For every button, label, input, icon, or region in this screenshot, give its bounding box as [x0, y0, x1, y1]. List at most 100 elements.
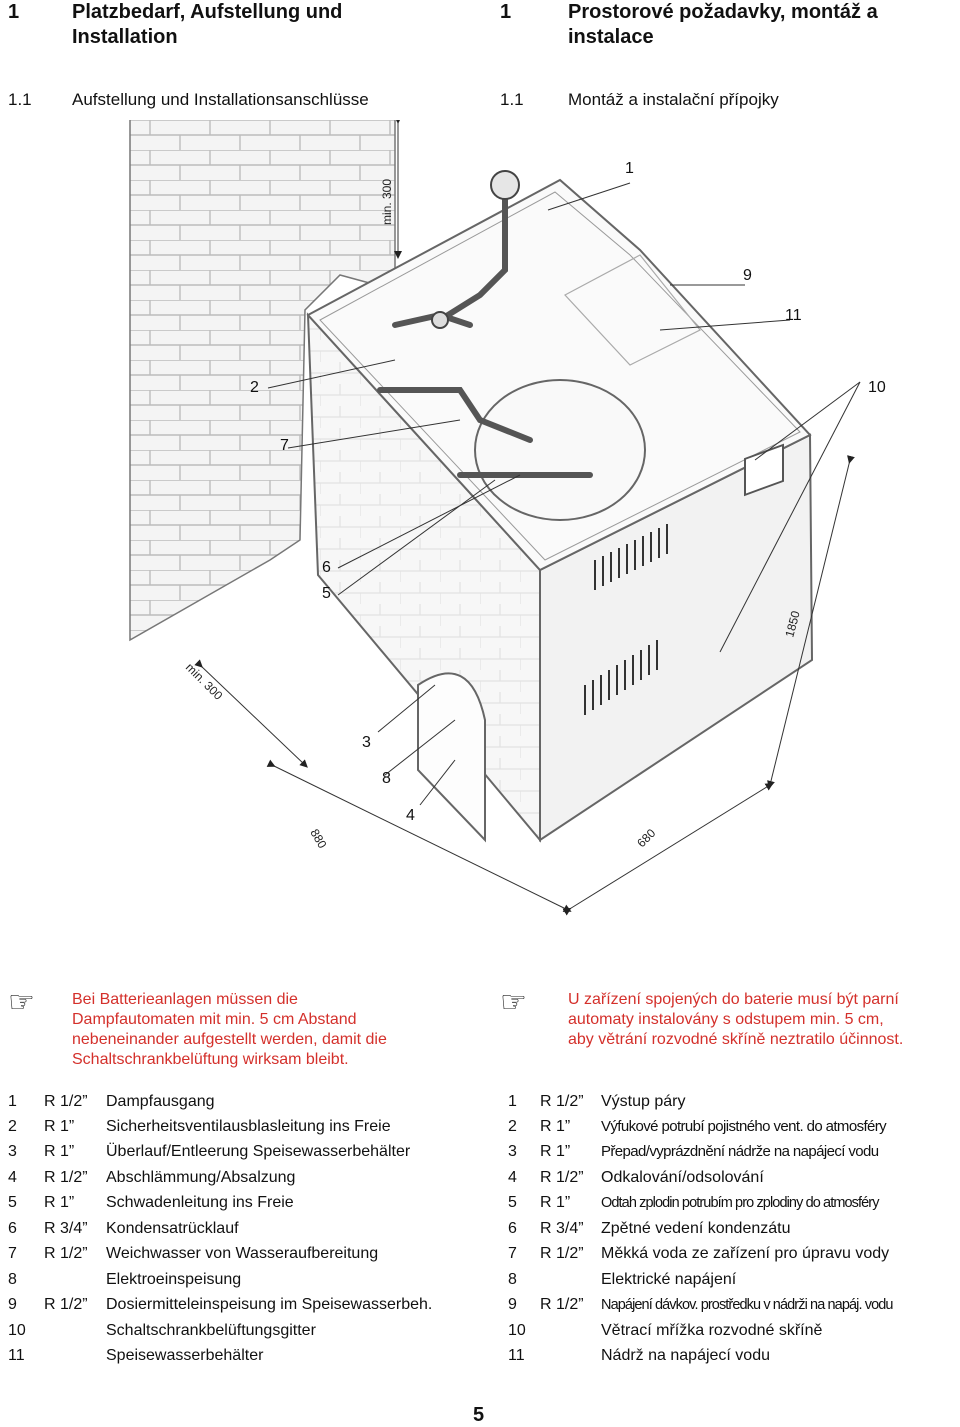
ventilation-louvres-upper — [594, 524, 668, 590]
legend-cell: R 1” — [44, 1194, 75, 1211]
legend-cell: 5 — [508, 1194, 517, 1211]
note-left-line: nebeneinander aufgestellt werden, damit … — [72, 1031, 387, 1048]
note-right-line: aby větrání rozvodné skříně neztratilo ú… — [568, 1031, 904, 1048]
callout-9: 9 — [743, 267, 752, 284]
callout-11: 11 — [785, 307, 802, 324]
legend-cell: Odkalování/odsolování — [601, 1169, 764, 1186]
legend-cell: Napájení dávkov. prostředku v nádrži na … — [601, 1297, 893, 1313]
heading-right-line2: instalace — [568, 26, 654, 48]
callout-4: 4 — [406, 807, 415, 824]
legend-cell: 11 — [508, 1347, 525, 1364]
callout-1: 1 — [625, 160, 634, 177]
legend-cell: Elektrické napájení — [601, 1271, 737, 1288]
legend-cell: Větrací mřížka rozvodné skříně — [601, 1322, 823, 1339]
legend-cell: Speisewasserbehälter — [106, 1347, 264, 1364]
legend-cell: R 1” — [44, 1143, 75, 1160]
callout-5: 5 — [322, 585, 331, 602]
legend-cell: Sicherheitsventilausblasleitung ins Frei… — [106, 1118, 391, 1135]
legend-cell: Elektroeinspeisung — [106, 1271, 242, 1288]
legend-cell: 11 — [8, 1347, 25, 1364]
legend-cell: Abschlämmung/Absalzung — [106, 1169, 296, 1186]
legend-cell: R 3/4” — [540, 1220, 584, 1237]
legend-cell: Schaltschrankbelüftungsgitter — [106, 1322, 316, 1339]
legend-cell: 9 — [8, 1296, 17, 1313]
note-left-line: Bei Batterieanlagen müssen die — [72, 991, 298, 1008]
legend-cell: R 1” — [540, 1118, 571, 1135]
legend-cell: R 1/2” — [540, 1169, 584, 1186]
legend-cell: R 1/2” — [44, 1296, 88, 1313]
pointing-hand-icon: ☞ — [500, 986, 527, 1019]
legend-cell: 10 — [508, 1322, 526, 1339]
legend-cell: R 1/2” — [44, 1245, 88, 1262]
legend-cell: Dosiermitteleinspeisung im Speisewasserb… — [106, 1296, 433, 1313]
legend-cell: Zpětné vedení kondenzátu — [601, 1220, 791, 1237]
legend-cell: 2 — [8, 1118, 17, 1135]
dim-depth: 880 — [307, 827, 329, 852]
legend-cell: Überlauf/Entleerung Speisewasserbehälter — [106, 1143, 411, 1160]
legend-cell: 3 — [508, 1143, 517, 1160]
dim-width: 680 — [634, 826, 658, 850]
subheading-left-number: 1.1 — [8, 90, 32, 109]
legend-cell: 6 — [8, 1220, 17, 1237]
legend-cell: Schwadenleitung ins Freie — [106, 1194, 294, 1211]
legend-cell: 5 — [8, 1194, 17, 1211]
dim-height: 1850 — [782, 609, 803, 639]
note-right: U zařízení spojených do baterie musí být… — [568, 990, 903, 1050]
side-hatch — [417, 672, 486, 843]
legend-cell: R 3/4” — [44, 1220, 88, 1237]
heading-right-number: 1 — [500, 1, 512, 23]
legend-cell: 6 — [508, 1220, 517, 1237]
note-right-line: automaty instalovány s odstupem min. 5 c… — [568, 1011, 884, 1028]
callout-2: 2 — [250, 379, 259, 396]
legend-cell: Dampfausgang — [106, 1093, 215, 1110]
legend-cell: 1 — [8, 1093, 17, 1110]
legend-cell: R 1” — [540, 1194, 571, 1211]
heading-right-line1: Prostorové požadavky, montáž a — [568, 1, 878, 23]
legend-cell: Výfukové potrubí pojistného vent. do atm… — [601, 1118, 887, 1135]
legend-cell: Nádrž na napájecí vodu — [601, 1347, 770, 1364]
legend-cell: Výstup páry — [601, 1093, 686, 1110]
legend-cell: R 1/2” — [540, 1093, 584, 1110]
legend-cell: Odtah zplodin potrubím pro zplodiny do a… — [601, 1195, 879, 1211]
callout-6: 6 — [322, 559, 331, 576]
ventilation-louvres-lower — [584, 640, 658, 715]
callout-7: 7 — [280, 437, 289, 454]
callout-leaders — [267, 182, 861, 806]
legend-cell: R 1” — [44, 1118, 75, 1135]
legend-cell: 4 — [8, 1169, 17, 1186]
callout-8: 8 — [382, 770, 391, 787]
page-number: 5 — [473, 1404, 485, 1426]
legend-cell: 1 — [508, 1093, 517, 1110]
subheading-right-title: Montáž a instalační přípojky — [568, 90, 779, 109]
legend-cell: 10 — [8, 1322, 26, 1339]
legend-cell: 4 — [508, 1169, 517, 1186]
legend-cell: R 1/2” — [44, 1169, 88, 1186]
legend-cell: 7 — [8, 1245, 17, 1262]
note-left: Bei Batterieanlagen müssen die Dampfauto… — [72, 990, 387, 1070]
legend-cell: Kondensatrücklauf — [106, 1220, 239, 1237]
legend-cell: Weichwasser von Wasseraufbereitung — [106, 1245, 379, 1262]
legend-cell: R 1/2” — [44, 1093, 88, 1110]
legend-cell: 8 — [508, 1271, 517, 1288]
callout-3: 3 — [362, 734, 371, 751]
subheading-left-title: Aufstellung und Installationsanschlüsse — [72, 90, 369, 109]
legend-cell: 7 — [508, 1245, 517, 1262]
dim-top-clearance: min. 300 — [380, 179, 394, 225]
dim-side-clearance: min. 300 — [183, 660, 226, 703]
heading-left-line2: Installation — [72, 26, 178, 48]
note-left-line: Dampfautomaten mit min. 5 cm Abstand — [72, 1011, 357, 1028]
subheading-right-number: 1.1 — [500, 90, 524, 109]
legend-cell: 3 — [8, 1143, 17, 1160]
heading-left-number: 1 — [8, 1, 20, 23]
pipework — [377, 177, 593, 478]
legend-cell: Přepad/vyprázdnění nádrže na napájecí vo… — [601, 1143, 879, 1160]
legend-cell: 2 — [508, 1118, 517, 1135]
note-right-line: U zařízení spojených do baterie musí být… — [568, 991, 899, 1008]
legend-cell: Měkká voda ze zařízení pro úpravu vody — [601, 1245, 890, 1262]
legend-cell: R 1/2” — [540, 1296, 584, 1313]
cabinet-top — [306, 178, 812, 572]
legend-cell: 9 — [508, 1296, 517, 1313]
heading-left-title: Platzbedarf, Aufstellung und Installatio… — [72, 0, 342, 50]
tank-lid — [474, 379, 646, 521]
pointing-hand-icon: ☞ — [8, 986, 35, 1019]
